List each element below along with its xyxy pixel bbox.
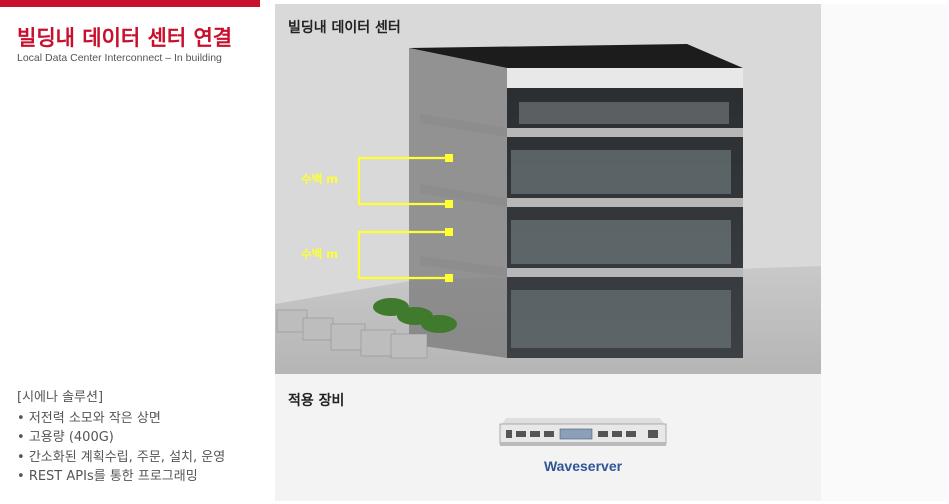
solution-heading: [시에나 솔루션] [17, 390, 104, 405]
solution-bullet: 고용량 (400G) [17, 428, 225, 448]
device-name: Waveserver [543, 458, 623, 474]
equipment-label: 적용 장비 [288, 393, 345, 409]
solution-list: [시에나 솔루션] 저전력 소모와 작은 상면 고용량 (400G) 간소화된 … [17, 388, 225, 487]
solution-bullet: 저전력 소모와 작은 상면 [17, 409, 225, 429]
waveserver-device-image [499, 418, 667, 446]
distance-label: 수백 m [301, 172, 339, 186]
page-title: 빌딩내 데이터 센터 연결 [17, 26, 233, 50]
building-illustration [275, 4, 821, 374]
accent-bar [0, 0, 260, 7]
diagram-label: 빌딩내 데이터 센터 [288, 20, 401, 36]
solution-bullet: REST APIs를 통한 프로그래밍 [17, 467, 225, 487]
distance-label: 수백 m [301, 247, 339, 261]
solution-bullet: 간소화된 계획수립, 주문, 설치, 운영 [17, 448, 225, 468]
side-panel [821, 4, 947, 501]
page-subtitle: Local Data Center Interconnect – In buil… [17, 52, 222, 64]
